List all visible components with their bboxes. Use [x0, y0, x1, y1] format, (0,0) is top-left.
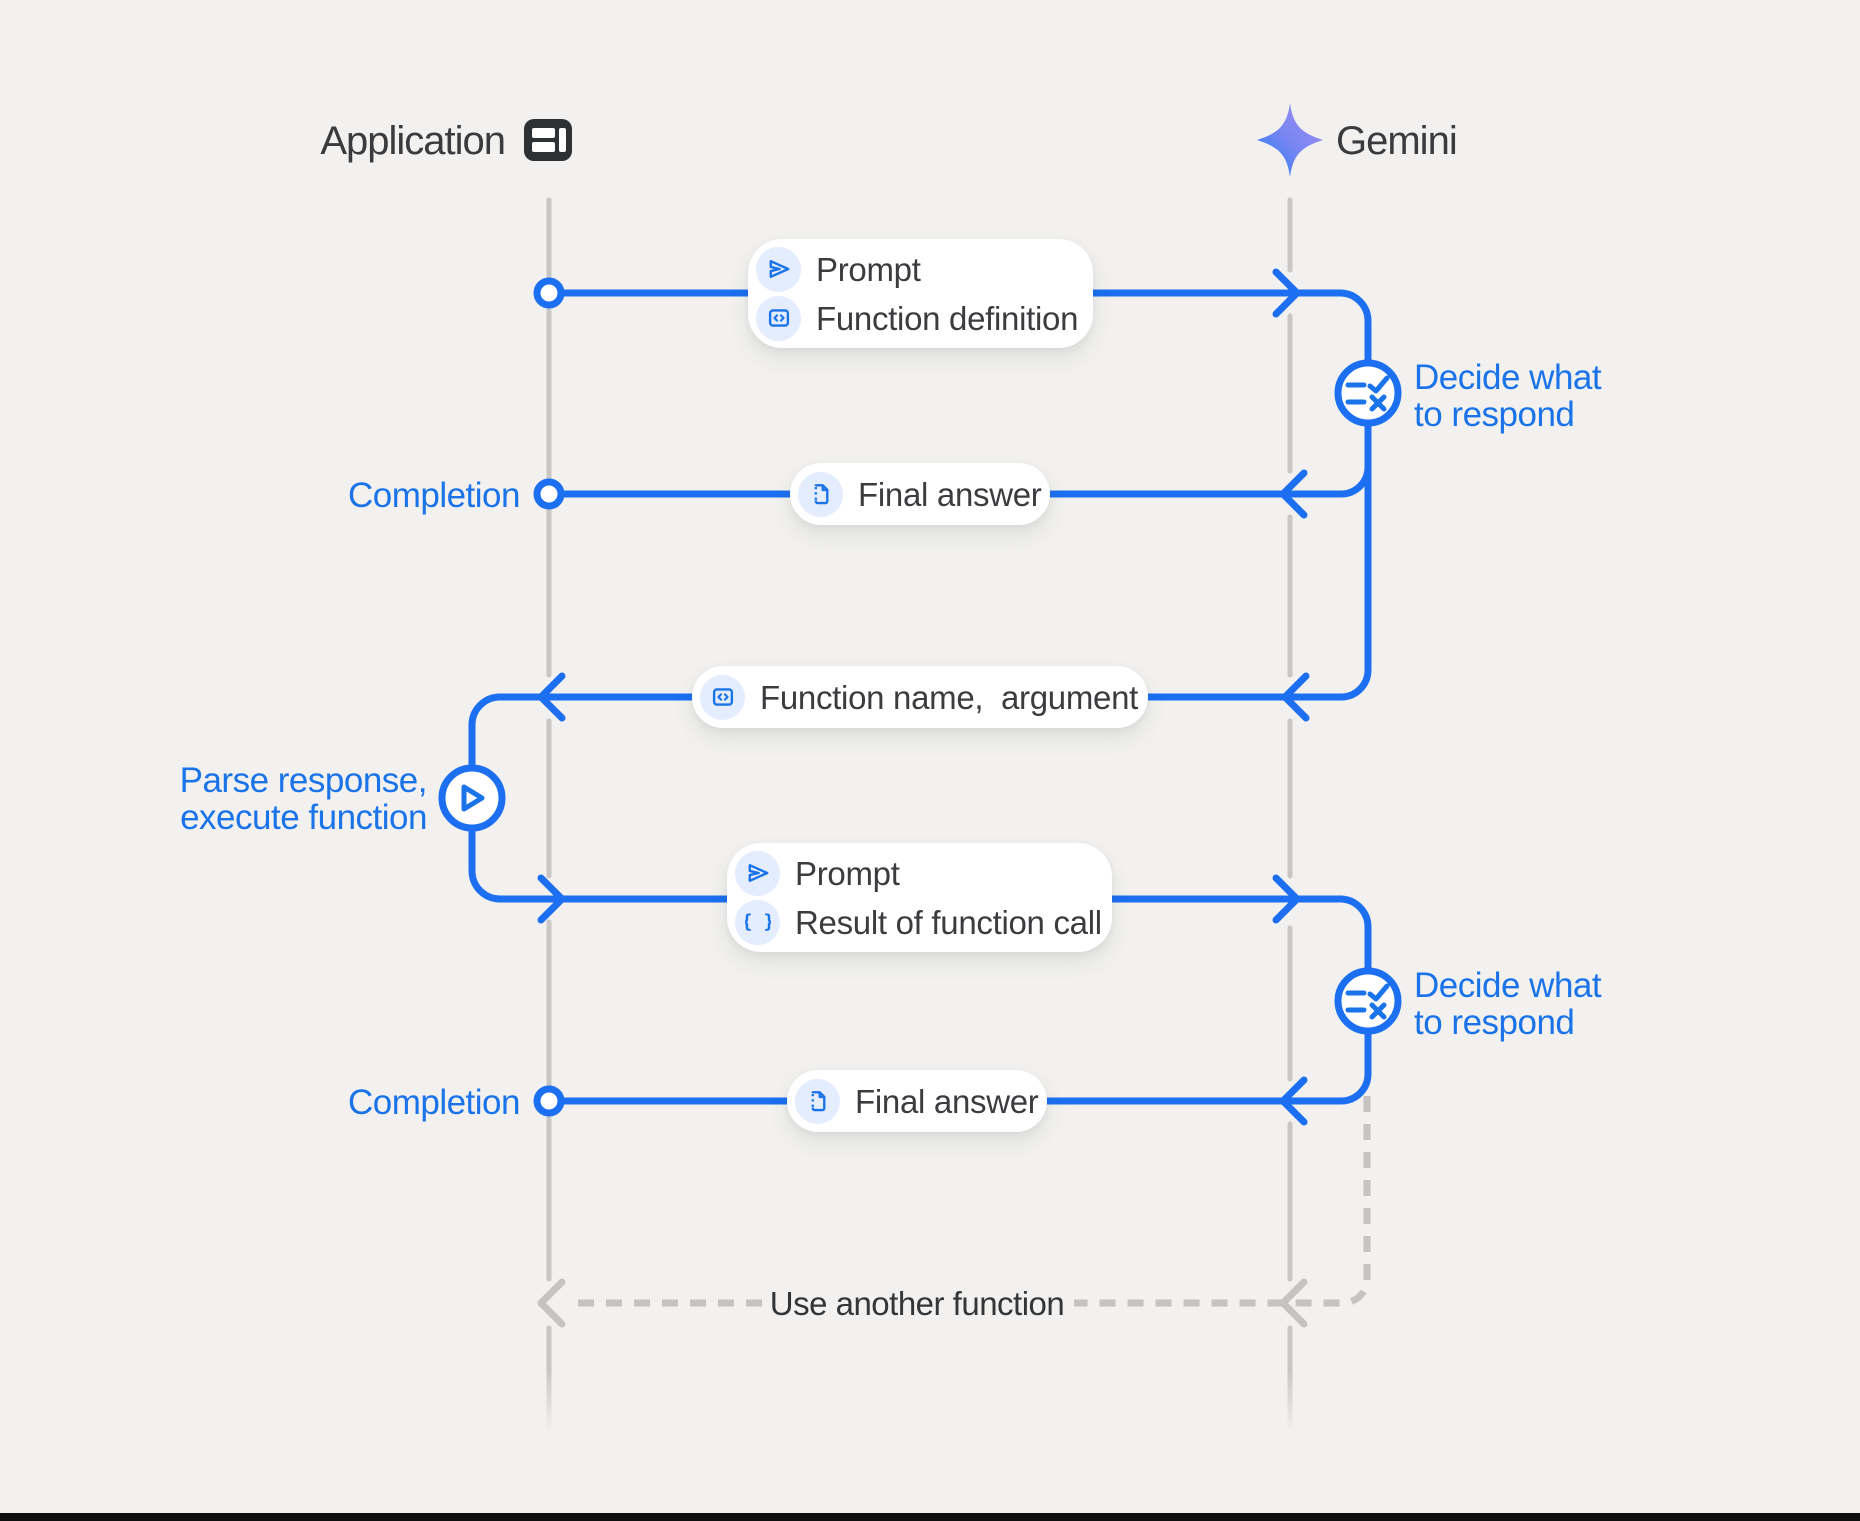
message-row: Function definition — [756, 294, 1078, 343]
message-row: Prompt — [756, 245, 1073, 294]
message-label: Final answer — [858, 475, 1042, 513]
decide-circle-2 — [1334, 967, 1402, 1035]
braces-icon: { } — [735, 899, 780, 945]
message-card-function-name-argument: Function name, argument — [692, 666, 1148, 728]
message-card-prompt-function-definition: Prompt Function definition — [748, 239, 1093, 348]
completion-label-2: Completion — [347, 1083, 521, 1122]
parse-execute-label: Parse response, execute function — [140, 761, 428, 837]
message-row: Function name, argument — [700, 673, 1138, 722]
use-another-function-label: Use another function — [769, 1285, 1065, 1322]
origin-circle-row1 — [533, 277, 565, 309]
arrowhead-row5-icon — [1279, 1076, 1308, 1126]
arrowhead-row2-icon — [1279, 469, 1308, 519]
decide-label-line: to respond — [1414, 395, 1575, 434]
message-flow-paths — [468, 268, 1372, 1126]
completion-label-1: Completion — [347, 476, 521, 515]
draft-file-icon — [795, 1078, 840, 1124]
bottom-bar — [0, 1513, 1860, 1521]
decide-label-line: Decide what — [1414, 358, 1602, 397]
decide-label-1: Decide what to respond — [1414, 358, 1602, 434]
decide-label-line: Decide what — [1414, 966, 1602, 1005]
draft-file-icon — [798, 471, 843, 517]
flow-row5-right — [1043, 1027, 1372, 1105]
message-label: Prompt — [816, 250, 921, 288]
message-row: Prompt — [735, 849, 1092, 898]
endpoint-circles — [533, 277, 565, 1117]
message-card-final-answer-2: Final answer — [787, 1070, 1047, 1132]
flow-row2-right — [1046, 420, 1372, 498]
arrowhead-row3-left-icon — [537, 672, 566, 722]
decide-label-2: Decide what to respond — [1414, 966, 1602, 1042]
flow-row3-left — [468, 693, 696, 772]
message-label: Final answer — [855, 1082, 1039, 1120]
message-row: { } Result of function call — [735, 898, 1102, 947]
arrowhead-row1-icon — [1272, 268, 1301, 318]
completion-circle-row2 — [533, 478, 565, 510]
arrowhead-row3-right-icon — [1281, 672, 1310, 722]
message-label: Prompt — [795, 854, 900, 892]
parse-label-line: Parse response, — [179, 761, 428, 800]
code-box-icon — [700, 674, 745, 720]
application-header-label: Application — [320, 119, 506, 163]
decide-rules-icon — [1345, 983, 1390, 1020]
loop-dashed-path — [537, 1096, 1371, 1328]
flow-row3-right — [1144, 446, 1372, 701]
message-row: Final answer — [798, 470, 1042, 519]
arrowhead-row4-left-icon — [537, 874, 566, 924]
flow-row4-right — [1108, 895, 1372, 975]
completion-circle-row5 — [533, 1085, 565, 1117]
decide-rules-icon — [1345, 375, 1390, 412]
play-icon — [461, 784, 485, 812]
decide-label-line: to respond — [1414, 1003, 1575, 1042]
svg-text:{ }: { } — [745, 912, 771, 933]
loop-arrowhead-left-icon — [537, 1278, 566, 1328]
message-label: Function name, argument — [760, 678, 1139, 716]
loop-arrowhead-right-icon — [1279, 1278, 1308, 1328]
message-label: Result of function call — [795, 903, 1102, 941]
parse-execute-circle — [438, 764, 506, 832]
message-row: Final answer — [795, 1077, 1039, 1126]
flow-row4-left — [468, 824, 731, 903]
parse-label-line: execute function — [180, 798, 427, 837]
app-window-icon — [524, 119, 572, 161]
gemini-sparkle-icon — [1257, 103, 1323, 177]
decide-circle-1 — [1334, 359, 1402, 427]
message-card-prompt-result: Prompt { } Result of function call — [727, 843, 1112, 952]
code-box-icon — [756, 295, 801, 341]
message-card-final-answer-1: Final answer — [790, 463, 1050, 525]
flow-row1-right — [1089, 289, 1372, 367]
arrowhead-row4-right-icon — [1272, 874, 1301, 924]
message-label: Function definition — [816, 299, 1079, 337]
send-icon — [756, 246, 801, 292]
gemini-header-label: Gemini — [1336, 119, 1458, 163]
send-icon — [735, 850, 780, 896]
